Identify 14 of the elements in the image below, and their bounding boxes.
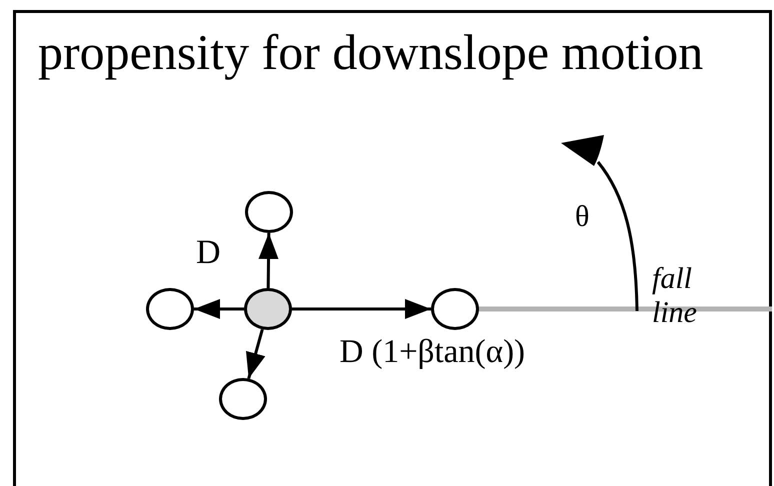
arrow bbox=[258, 232, 279, 288]
arrow bbox=[194, 299, 244, 319]
title: propensity for downslope motion bbox=[38, 24, 704, 80]
label: fall line bbox=[652, 262, 698, 330]
label: D bbox=[196, 236, 221, 270]
circle-node bbox=[244, 288, 292, 330]
circle-node bbox=[431, 288, 479, 330]
arrow bbox=[292, 299, 431, 319]
arrow bbox=[246, 329, 266, 379]
circle-node bbox=[146, 288, 194, 330]
label: θ bbox=[575, 200, 590, 234]
circle-node bbox=[245, 191, 293, 233]
edge-label: D (1+βtan(α)) bbox=[340, 333, 526, 371]
circle-node bbox=[219, 378, 267, 420]
